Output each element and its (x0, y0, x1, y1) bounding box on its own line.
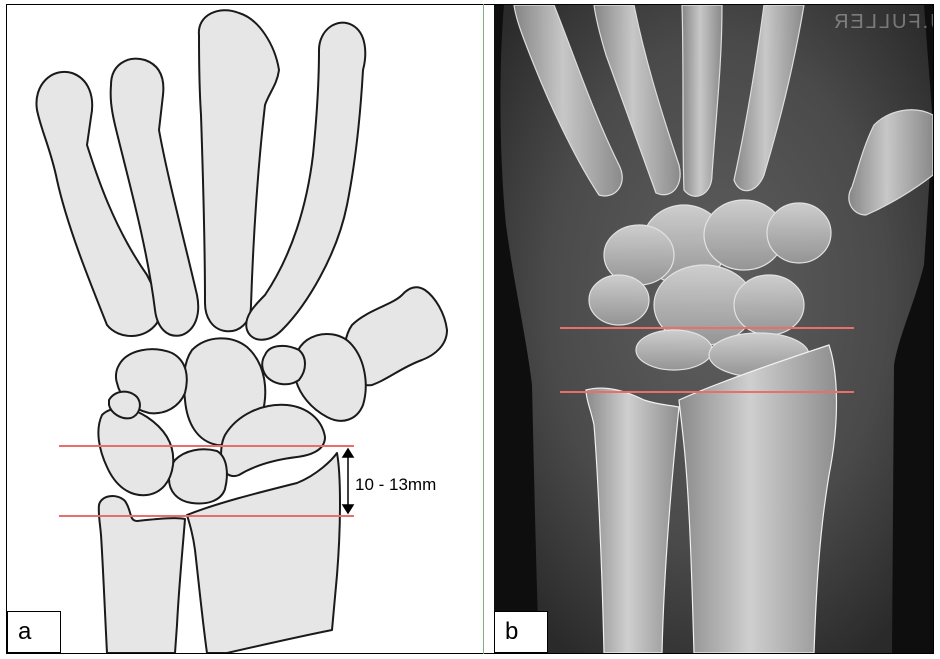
carpal-lunate (169, 449, 227, 503)
wrist-bone-diagram (7, 5, 482, 653)
xray-watermark: M.J.FULLER (832, 11, 933, 34)
ulna-bone (99, 496, 185, 653)
measurement-label: 10 - 13mm (355, 475, 436, 495)
panel-divider (483, 4, 484, 654)
panel-label-b: b (494, 611, 548, 653)
carpal-trapezoid (262, 346, 305, 384)
panel-b-xray: M.J.FULLER (494, 5, 933, 653)
carpal-triquetrum (98, 408, 173, 495)
xray-image (494, 5, 933, 653)
panel-label-a: a (7, 611, 61, 653)
metacarpal-ring (199, 10, 279, 331)
panel-a-diagram: 10 - 13mm (7, 5, 482, 653)
measurement-arrow (343, 449, 353, 513)
